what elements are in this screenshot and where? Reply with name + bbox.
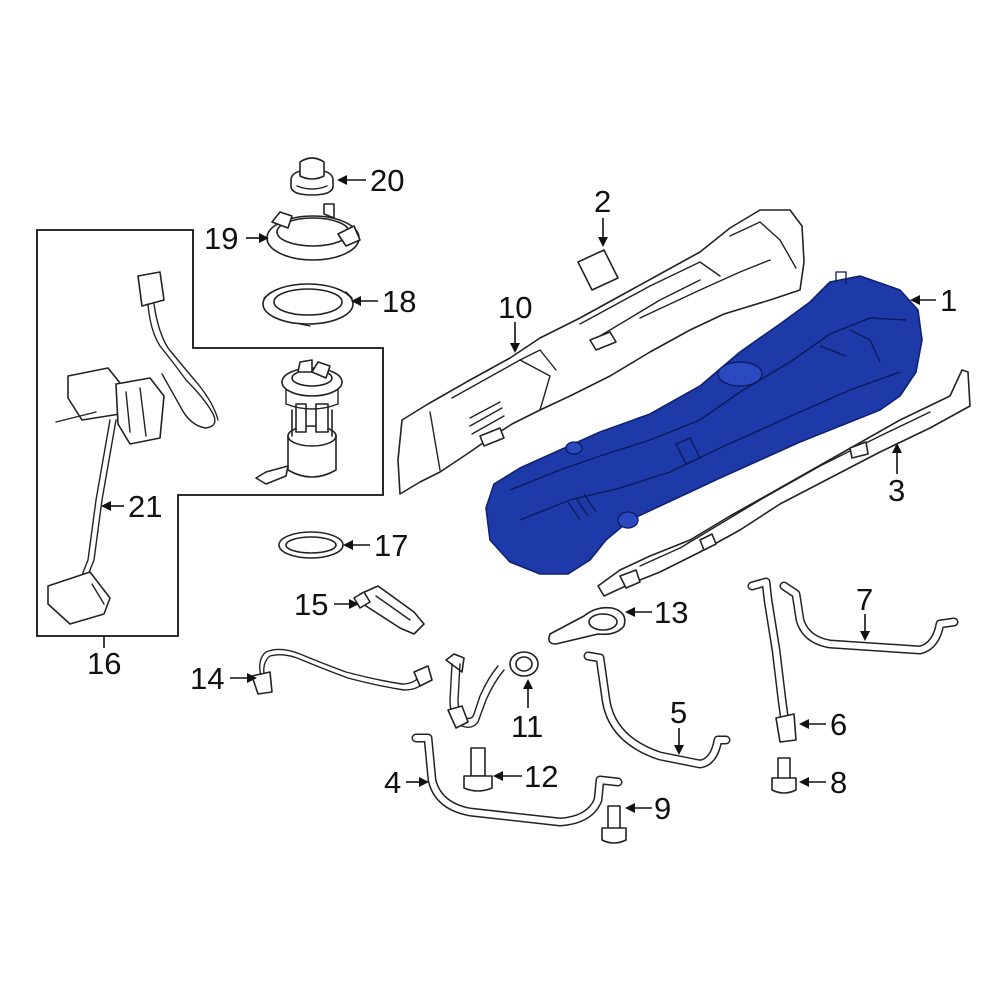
part-8-bolt[interactable] <box>771 757 797 794</box>
callout-label-1: 1 <box>940 283 957 318</box>
part-7-strap[interactable] <box>779 581 959 655</box>
part-19-lock-ring[interactable] <box>266 203 361 261</box>
part-1-fuel-tank[interactable] <box>485 271 923 575</box>
part-14-wire-harness[interactable] <box>251 648 433 695</box>
part-17-o-ring[interactable] <box>278 531 344 559</box>
callout-6: 6 <box>799 707 847 742</box>
callout-label-7: 7 <box>856 582 873 617</box>
callout-label-3: 3 <box>888 473 905 508</box>
callout-label-15: 15 <box>294 587 328 622</box>
part-15-connector[interactable] <box>353 585 425 635</box>
callout-label-17: 17 <box>374 528 408 563</box>
callout-label-18: 18 <box>382 284 416 319</box>
part-5-strap[interactable] <box>583 651 731 769</box>
part-2-insulator-pad[interactable] <box>577 249 619 291</box>
callout-21: 21 <box>101 489 162 524</box>
callout-label-6: 6 <box>830 707 847 742</box>
callout-15: 15 <box>294 587 359 622</box>
fuel-pump-module[interactable] <box>255 359 343 485</box>
callout-label-12: 12 <box>524 759 558 794</box>
callout-16: 16 <box>87 636 121 681</box>
part-9-bolt[interactable] <box>601 805 627 844</box>
callout-label-9: 9 <box>654 791 671 826</box>
callout-label-5: 5 <box>670 695 687 730</box>
callout-1: 1 <box>910 283 957 318</box>
callout-label-11: 11 <box>511 709 543 744</box>
part-20-cap[interactable] <box>290 157 334 196</box>
callout-7: 7 <box>856 582 873 641</box>
callout-label-2: 2 <box>594 184 611 219</box>
callout-label-14: 14 <box>190 661 224 696</box>
callout-label-16: 16 <box>87 646 121 681</box>
part-12-bolt[interactable] <box>463 747 493 792</box>
callout-label-13: 13 <box>654 595 688 630</box>
part-3-skid-plate[interactable] <box>597 369 971 597</box>
callout-14: 14 <box>190 661 257 696</box>
callout-label-20: 20 <box>370 163 404 198</box>
part-10-heat-shield[interactable] <box>397 209 805 495</box>
callout-17: 17 <box>343 528 408 563</box>
callout-3: 3 <box>888 443 905 508</box>
callout-label-10: 10 <box>498 290 532 325</box>
callout-13: 13 <box>625 595 688 630</box>
callout-20: 20 <box>337 163 404 198</box>
callout-10: 10 <box>498 290 532 353</box>
callout-label-4: 4 <box>384 765 401 800</box>
callout-18: 18 <box>351 284 416 319</box>
callout-4: 4 <box>384 765 429 800</box>
pump-assembly-group-box <box>36 229 384 637</box>
callout-8: 8 <box>799 765 847 800</box>
callout-label-8: 8 <box>830 765 847 800</box>
part-11-filler-pipe[interactable] <box>445 651 539 729</box>
callout-9: 9 <box>625 791 671 826</box>
part-21-fuel-sender[interactable] <box>47 271 219 625</box>
callout-label-19: 19 <box>204 221 238 256</box>
part-18-seal-ring[interactable] <box>262 283 354 327</box>
part-4-strap[interactable] <box>411 733 623 827</box>
callout-12: 12 <box>493 759 558 794</box>
part-6-strap[interactable] <box>747 577 797 743</box>
callout-5: 5 <box>670 695 687 755</box>
callout-label-21: 21 <box>128 489 162 524</box>
callout-2: 2 <box>594 184 611 247</box>
callout-11: 11 <box>511 679 543 744</box>
part-13-gasket[interactable] <box>548 606 626 645</box>
callout-19: 19 <box>204 221 269 256</box>
